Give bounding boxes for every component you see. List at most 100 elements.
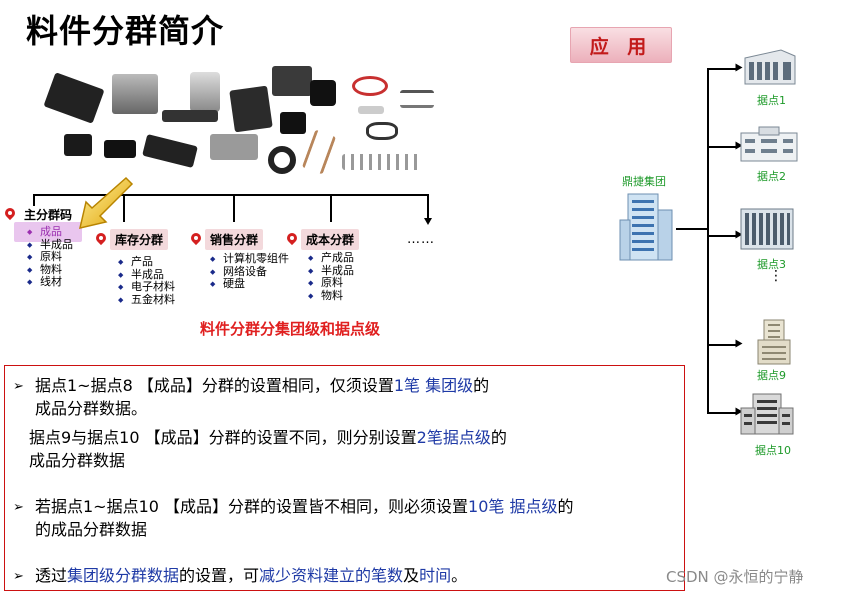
graphics-card-2-image xyxy=(142,134,198,168)
site-connector xyxy=(707,344,737,346)
note-text: 的成品分群数据 xyxy=(35,520,147,539)
arrow-right-icon xyxy=(736,340,743,348)
category-sales-items: 计算机零组件 网络设备 硬盘 xyxy=(209,253,289,291)
bullet-arrow-icon: ➢ xyxy=(13,496,24,519)
note-2-line1: 据点9与据点10 【成品】分群的设置不同，则分别设置2笔据点级的 xyxy=(29,426,507,449)
list-item: 计算机零组件 xyxy=(209,253,289,266)
tree-drop-more xyxy=(427,194,429,218)
location-pin-icon xyxy=(4,208,16,222)
note-text: 据点1~据点8 【成品】分群的设置相同，仅须设置 xyxy=(35,376,394,395)
list-item: 电子材料 xyxy=(117,281,175,294)
list-item: 成品 xyxy=(26,226,73,239)
hq-building-icon xyxy=(618,190,676,262)
more-sites-dots: ⋮ xyxy=(769,273,775,280)
hq-label: 鼎捷集团 xyxy=(622,173,666,189)
category-sales: 销售分群 xyxy=(190,229,263,250)
category-sales-label: 销售分群 xyxy=(205,229,263,250)
site-label-2: 据点2 xyxy=(757,168,786,184)
note-1-line2: 成品分群数据。 xyxy=(35,397,489,420)
site-connector xyxy=(707,412,737,414)
site-building-icon xyxy=(739,207,795,251)
site-building-icon xyxy=(756,318,792,366)
screws-image xyxy=(342,154,422,170)
note-text: 的设置，可 xyxy=(179,566,259,585)
notes-box: ➢ 据点1~据点8 【成品】分群的设置相同，仅须设置1笔 集团级的 成品分群数据… xyxy=(4,365,685,591)
category-main-items: 成品 半成品 原料 物料 线材 xyxy=(26,226,73,289)
category-inventory: 库存分群 xyxy=(95,229,168,250)
graphics-card-image xyxy=(43,72,104,124)
note-emphasis: 10笔 据点级 xyxy=(468,497,557,516)
list-item: 五金材料 xyxy=(117,294,175,307)
note-3: ➢ 若据点1~据点10 【成品】分群的设置皆不相同，则必须设置10笔 据点级的 … xyxy=(35,495,574,541)
site-connector xyxy=(707,68,737,70)
note-emphasis: 2笔据点级 xyxy=(417,428,491,447)
note-emphasis: 集团级分群数据 xyxy=(67,566,179,585)
fan-image xyxy=(310,80,336,106)
product-photos xyxy=(40,60,450,190)
connector-cable-image xyxy=(366,122,398,140)
watermark: CSDN @永恒的宁静 xyxy=(666,566,804,587)
network-switch-image xyxy=(162,110,218,122)
site-connector xyxy=(707,146,737,148)
location-pin-icon xyxy=(190,233,202,247)
note-4-line1: 透过集团级分群数据的设置，可减少资料建立的笔数及时间。 xyxy=(35,564,467,587)
cable-coil-image xyxy=(268,146,296,174)
site-building-icon xyxy=(739,392,795,436)
site-building-icon xyxy=(741,48,797,86)
router-image xyxy=(104,140,136,158)
note-1-line1: 据点1~据点8 【成品】分群的设置相同，仅须设置1笔 集团级的 xyxy=(35,374,489,397)
note-3-line2: 的成品分群数据 xyxy=(35,518,574,541)
list-item: 网络设备 xyxy=(209,266,289,279)
page-title: 料件分群简介 xyxy=(26,6,224,52)
pointer-arrow-icon xyxy=(74,172,134,232)
note-emphasis: 减少资料建立的笔数 xyxy=(259,566,403,585)
pcb-board-image xyxy=(210,134,258,160)
note-text: 透过 xyxy=(35,566,67,585)
category-inventory-items: 产品 半成品 电子材料 五金材料 xyxy=(117,256,175,306)
note-text: 的 xyxy=(491,428,507,447)
category-inventory-label: 库存分群 xyxy=(110,229,168,250)
note-text: 。 xyxy=(451,566,467,585)
fuse-image xyxy=(358,106,384,114)
metal-rods-image xyxy=(302,129,336,174)
location-pin-icon xyxy=(286,233,298,247)
bullet-arrow-icon: ➢ xyxy=(13,375,24,398)
bullet-arrow-icon: ➢ xyxy=(13,565,24,588)
application-badge: 应 用 xyxy=(570,27,672,63)
sites-trunk xyxy=(707,68,709,413)
note-text: 的 xyxy=(473,376,489,395)
list-item: 线材 xyxy=(26,276,73,289)
site-label-1: 据点1 xyxy=(757,92,786,108)
category-cost-items: 产成品 半成品 原料 物料 xyxy=(307,252,354,302)
site-label-9: 据点9 xyxy=(757,367,786,383)
note-4: ➢ 透过集团级分群数据的设置，可减少资料建立的笔数及时间。 xyxy=(35,564,467,587)
category-cost-label: 成本分群 xyxy=(301,229,359,250)
location-pin-icon xyxy=(95,233,107,247)
note-text: 成品分群数据。 xyxy=(35,399,147,418)
list-item: 原料 xyxy=(307,277,354,290)
note-text: 若据点1~据点10 【成品】分群的设置皆不相同，则必须设置 xyxy=(35,497,468,516)
site-building-icon xyxy=(739,125,799,163)
tree-drop-sales xyxy=(233,194,235,222)
list-item: 原料 xyxy=(26,251,73,264)
list-item: 物料 xyxy=(307,290,354,303)
cable-image xyxy=(352,76,388,96)
list-item: 产成品 xyxy=(307,252,354,265)
note-text: 的 xyxy=(558,497,574,516)
site-label-10: 据点10 xyxy=(755,442,791,458)
cpu-cooler-image xyxy=(272,66,312,96)
category-cost: 成本分群 xyxy=(286,229,359,250)
structure-caption: 料件分群分集团级和据点级 xyxy=(200,318,380,339)
hard-drive-image xyxy=(190,72,220,112)
note-1: ➢ 据点1~据点8 【成品】分群的设置相同，仅须设置1笔 集团级的 成品分群数据… xyxy=(35,374,489,420)
more-categories-ellipsis: …… xyxy=(407,232,435,247)
note-emphasis: 时间 xyxy=(419,566,451,585)
wire-bundle-image xyxy=(400,90,434,108)
motherboard-image xyxy=(229,86,272,133)
tree-drop-cost xyxy=(330,194,332,222)
note-2-line2: 成品分群数据 xyxy=(29,449,507,472)
note-3-line1: 若据点1~据点10 【成品】分群的设置皆不相同，则必须设置10笔 据点级的 xyxy=(35,495,574,518)
list-item: 硬盘 xyxy=(209,278,289,291)
chip-image xyxy=(280,112,306,134)
note-text: 及 xyxy=(403,566,419,585)
